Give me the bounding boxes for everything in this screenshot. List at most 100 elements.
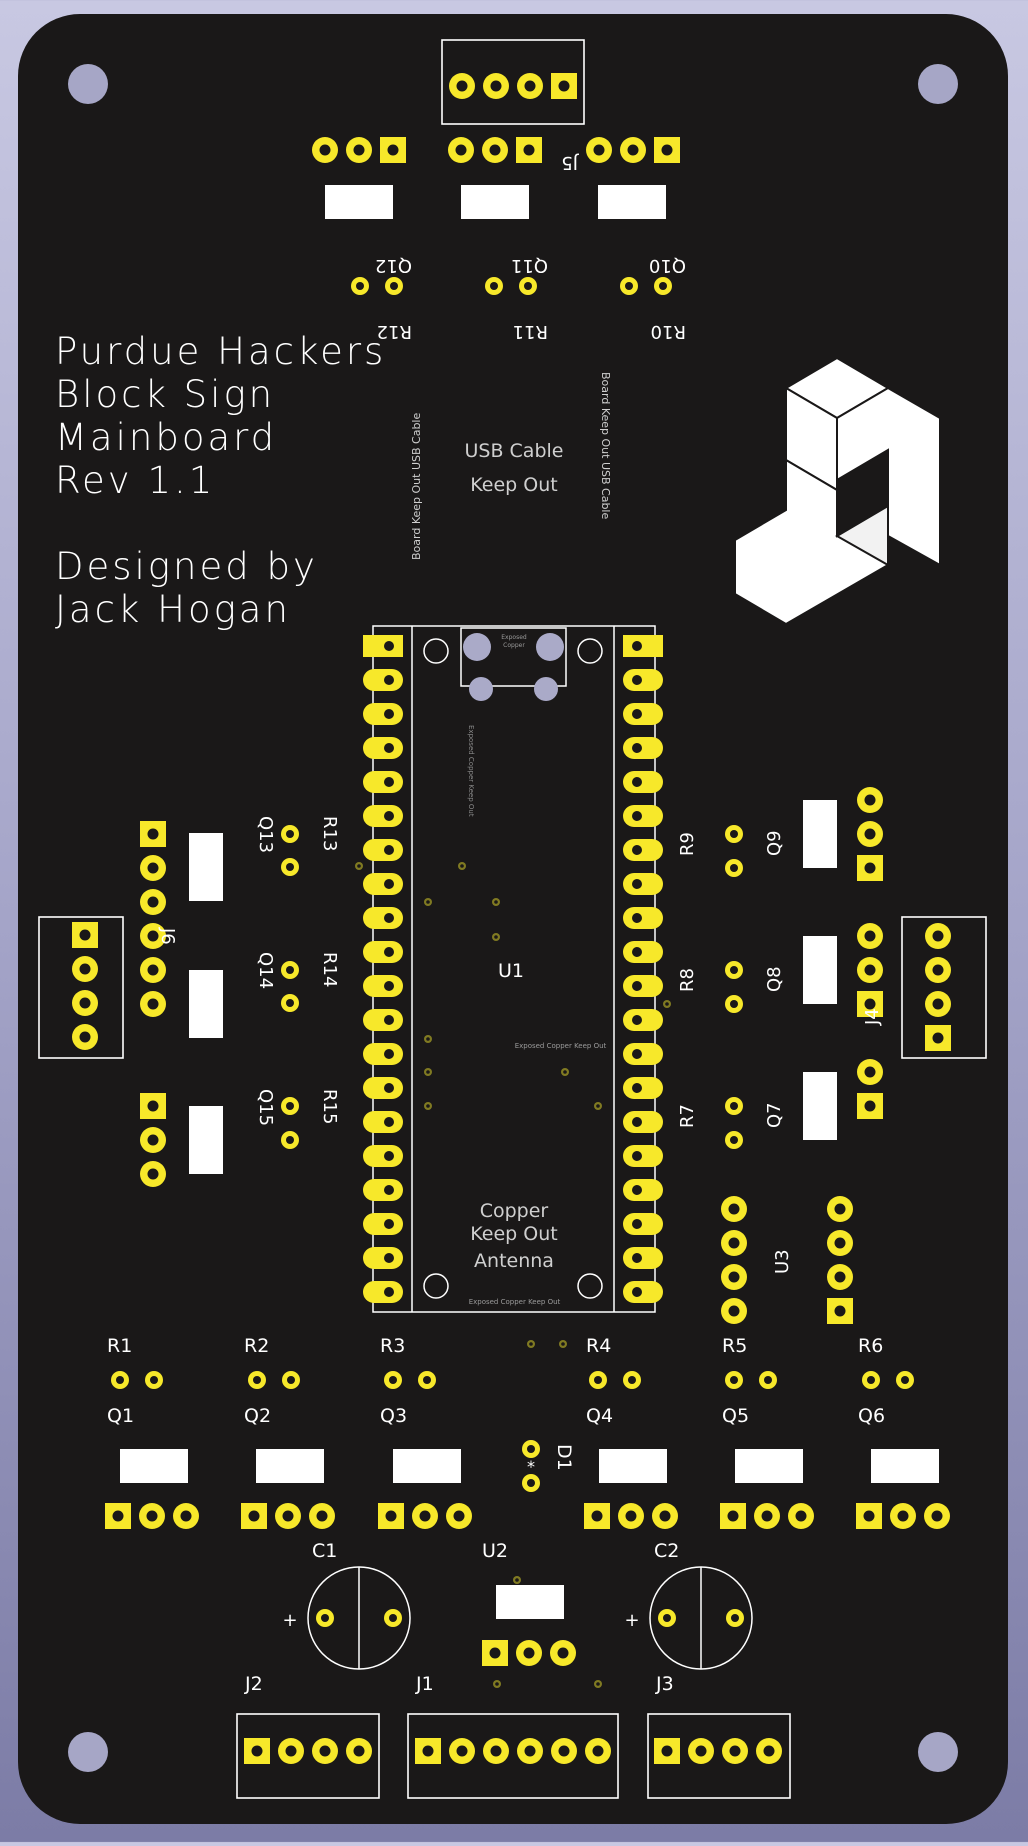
pad-drill: [659, 1510, 671, 1522]
j5-outline: [441, 39, 585, 125]
pad-drill: [79, 929, 91, 941]
j2-outline: [236, 1713, 380, 1799]
pad-drill: [834, 1237, 846, 1249]
ref-j5: J5: [561, 152, 579, 173]
component-body: [496, 1585, 564, 1619]
j3-outline: [647, 1713, 791, 1799]
via-drill: [529, 1342, 533, 1346]
pad-drill: [731, 1614, 739, 1622]
pad-drill: [592, 1745, 604, 1757]
castellated-pad: [623, 1281, 663, 1303]
ref-j2: J2: [244, 1673, 263, 1695]
mounting-hole: [68, 1732, 108, 1772]
pad-drill: [387, 144, 399, 156]
pad-drill: [632, 845, 642, 855]
exposed-copper-note-mid: Exposed Copper Keep Out: [514, 1042, 607, 1050]
castellated-pad: [623, 1247, 663, 1269]
pad-drill: [632, 1117, 642, 1127]
via-drill: [426, 1070, 430, 1074]
pad-drill: [147, 998, 159, 1010]
component-body: [393, 1449, 461, 1483]
pad-drill: [632, 1049, 642, 1059]
pad-drill: [287, 1376, 295, 1384]
castellated-pad: [363, 1077, 403, 1099]
board-outline: [18, 14, 1008, 1824]
pad-drill: [527, 1479, 535, 1487]
pad-drill: [763, 1745, 775, 1757]
ref-r10: R10: [651, 321, 686, 342]
pad-drill: [932, 964, 944, 976]
pad-drill: [627, 144, 639, 156]
pad-drill: [863, 1510, 875, 1522]
pad-drill: [147, 828, 159, 840]
ref-j6: J6: [157, 927, 178, 945]
castellated-pad: [363, 805, 403, 827]
ref-j4: J4: [862, 1008, 883, 1026]
ref-j1: J1: [415, 1673, 434, 1695]
component-body: [461, 185, 529, 219]
pad-drill: [632, 1185, 642, 1195]
pad-drill: [423, 1376, 431, 1384]
j6-outline: [38, 916, 124, 1059]
component-body: [803, 936, 837, 1004]
pad-drill: [834, 1271, 846, 1283]
pad-drill: [384, 777, 394, 787]
pad-drill: [147, 1168, 159, 1180]
castellated-pad: [623, 941, 663, 963]
pad-drill: [593, 144, 605, 156]
pad-drill: [384, 1049, 394, 1059]
j1-outline: [407, 1713, 619, 1799]
component-body: [803, 1072, 837, 1140]
pad-drill: [353, 144, 365, 156]
castellated-pad: [363, 873, 403, 895]
pad-drill: [384, 1219, 394, 1229]
pad-drill: [761, 1510, 773, 1522]
component-body: [256, 1449, 324, 1483]
pad-drill: [489, 1647, 501, 1659]
component-body: [189, 833, 223, 901]
pad-drill: [453, 1510, 465, 1522]
pad-drill: [632, 1151, 642, 1161]
pad-drill: [456, 80, 468, 92]
pad-drill: [594, 1376, 602, 1384]
pad-drill: [79, 1031, 91, 1043]
pad-drill: [632, 1253, 642, 1263]
ref-q12: Q12: [375, 255, 412, 276]
pad-drill: [251, 1745, 263, 1757]
pad-drill: [384, 1015, 394, 1025]
board-keepout-note-left: Board Keep Out USB Cable: [410, 412, 423, 560]
ref-r8: R8: [677, 968, 698, 992]
pad-drill: [353, 1745, 365, 1757]
pad-drill: [932, 930, 944, 942]
pad-drill: [632, 675, 642, 685]
pad-drill: [632, 1015, 642, 1025]
board-title-block: Purdue Hackers Block Sign Mainboard Rev …: [55, 330, 386, 631]
pad-drill: [632, 743, 642, 753]
pad-drill: [728, 1203, 740, 1215]
pad-drill: [632, 947, 642, 957]
castellated-pad: [363, 703, 403, 725]
pad-drill: [384, 675, 394, 685]
castellated-pad: [363, 669, 403, 691]
pad-drill: [730, 1102, 738, 1110]
ref-q7: Q7: [764, 1102, 785, 1128]
pad-drill: [795, 1510, 807, 1522]
pad-drill: [116, 1376, 124, 1384]
pad-drill: [730, 864, 738, 872]
castellated-pad: [363, 907, 403, 929]
via-drill: [665, 1002, 669, 1006]
j4-outline: [901, 916, 987, 1059]
via-drill: [561, 1342, 565, 1346]
castellated-pad: [623, 669, 663, 691]
ref-c2: C2: [654, 1540, 679, 1562]
pad-drill: [490, 80, 502, 92]
castellated-pad: [363, 1043, 403, 1065]
pad-drill: [864, 1066, 876, 1078]
castellated-pad: [623, 1009, 663, 1031]
castellated-pad: [623, 771, 663, 793]
pad-drill: [730, 1000, 738, 1008]
via-drill: [515, 1578, 519, 1582]
pad-drill: [319, 1745, 331, 1757]
pad-drill: [834, 1305, 846, 1317]
